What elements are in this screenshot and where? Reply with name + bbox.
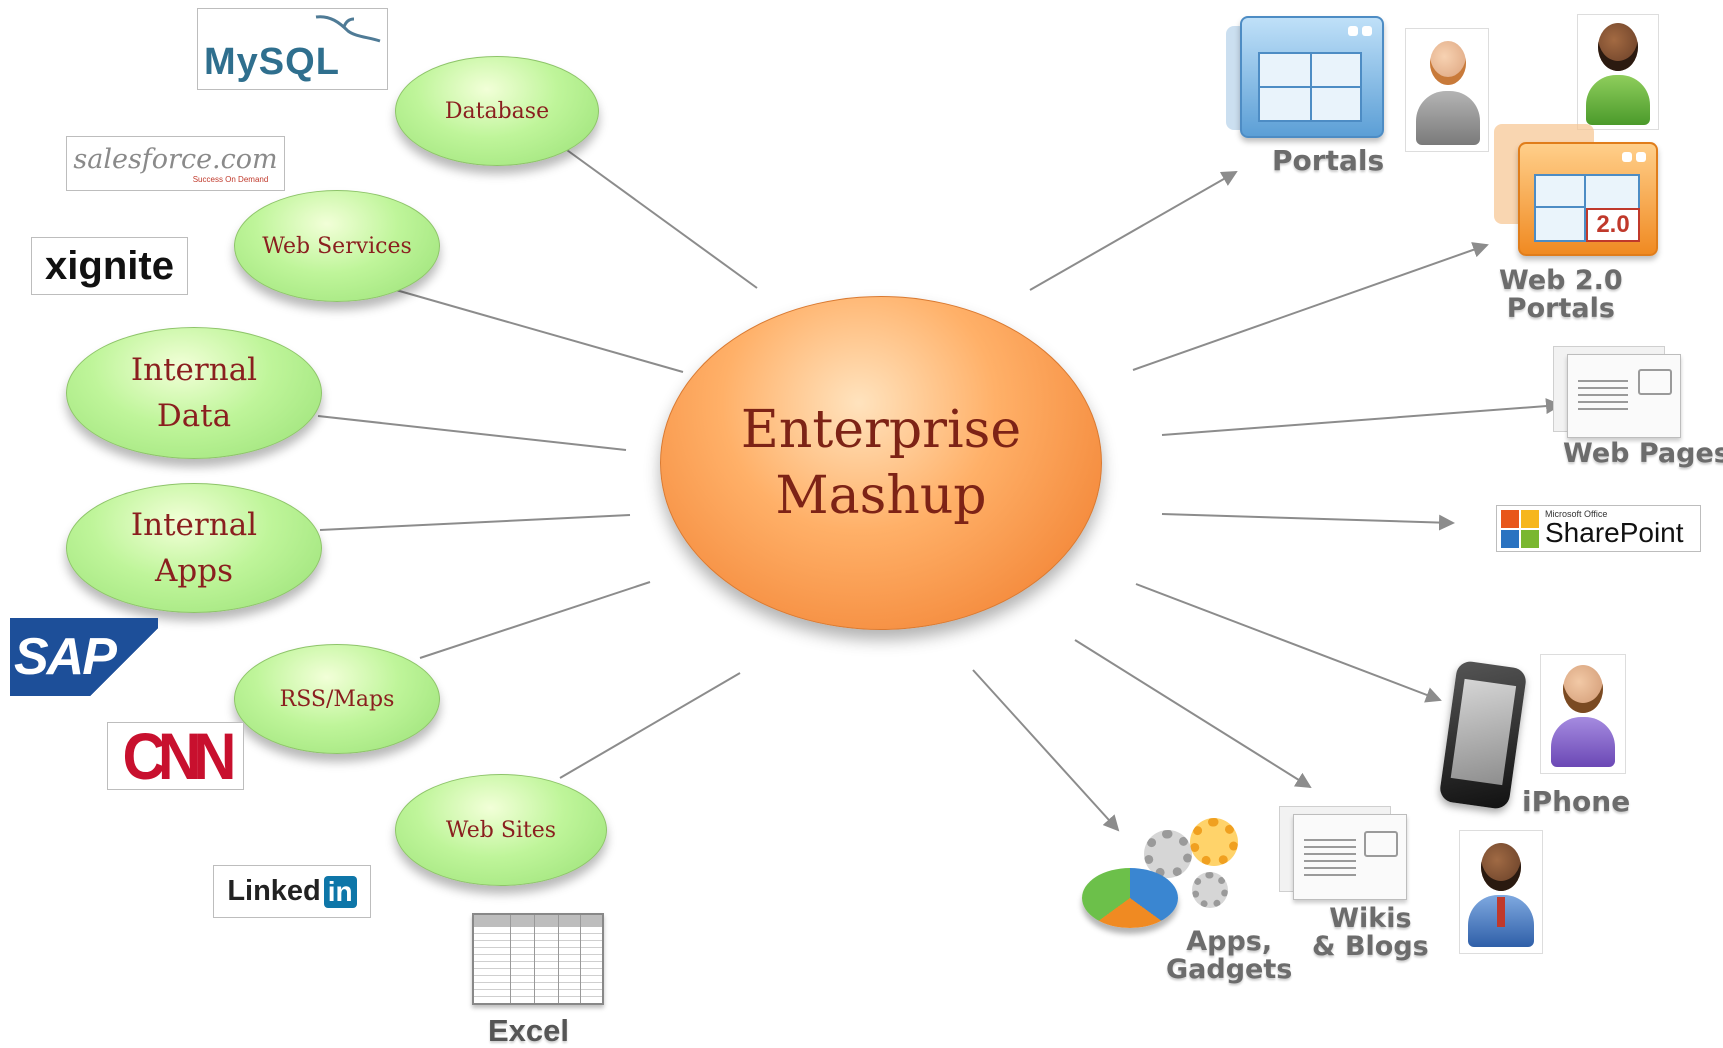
source-web-sites-label: Web Sites bbox=[445, 817, 557, 843]
wikis-blogs-line1: Wikis bbox=[1329, 903, 1412, 934]
wikis-blogs-label: Wikis & Blogs bbox=[1312, 903, 1429, 963]
connector-web-sites bbox=[559, 672, 741, 779]
cnn-logo: CNN bbox=[107, 722, 244, 790]
arrow-web20-portals bbox=[1132, 242, 1489, 371]
connector-web-services bbox=[395, 289, 684, 373]
user-avatar-icon bbox=[1405, 28, 1489, 152]
apps-gadgets-line2: Gadgets bbox=[1166, 954, 1293, 986]
excel-spreadsheet-icon bbox=[472, 913, 604, 1005]
wikis-blogs-line2: & Blogs bbox=[1312, 931, 1429, 963]
xignite-logo: xignite bbox=[31, 237, 188, 295]
sharepoint-small-text: Microsoft Office bbox=[1545, 509, 1608, 519]
linkedin-logo: Linked in bbox=[213, 865, 371, 918]
source-web-services-label: Web Services bbox=[262, 233, 412, 259]
dolphin-icon bbox=[315, 15, 381, 43]
user-avatar-purple-icon bbox=[1540, 654, 1626, 774]
iphone-label: iPhone bbox=[1522, 785, 1631, 818]
salesforce-logo-text: salesforce.com bbox=[73, 143, 278, 175]
source-internal-data-line1: Internal bbox=[130, 352, 258, 388]
arrow-sharepoint bbox=[1161, 513, 1455, 531]
connector-rss-maps bbox=[419, 581, 651, 659]
source-rss-maps: RSS/Maps bbox=[234, 644, 440, 754]
iphone-icon bbox=[1438, 658, 1530, 814]
source-internal-apps-line2: Apps bbox=[155, 553, 233, 589]
arrow-iphone bbox=[1135, 583, 1442, 703]
portal-window-icon bbox=[1226, 16, 1384, 138]
pie-chart-icon bbox=[1082, 868, 1178, 928]
portals-label: Portals bbox=[1272, 144, 1385, 177]
sap-logo-text: SAP bbox=[14, 628, 117, 686]
linkedin-logo-text: Linked bbox=[227, 875, 321, 907]
source-database-label: Database bbox=[444, 98, 550, 124]
source-database: Database bbox=[395, 56, 599, 166]
source-web-sites: Web Sites bbox=[395, 774, 607, 886]
cnn-logo-text: CNN bbox=[122, 722, 237, 790]
arrow-wikis-blogs bbox=[1074, 639, 1312, 789]
source-internal-data-line2: Data bbox=[156, 398, 232, 434]
mysql-logo-text: MySQL bbox=[204, 40, 340, 83]
linkedin-in-badge: in bbox=[323, 875, 357, 908]
gear-orange-icon bbox=[1190, 818, 1238, 866]
gadgets-icon bbox=[1082, 816, 1252, 940]
connector-database bbox=[559, 144, 758, 289]
apps-gadgets-line1: Apps, bbox=[1186, 926, 1273, 957]
hub-title-line2: Mashup bbox=[775, 466, 987, 526]
web-page-icon bbox=[1553, 346, 1693, 442]
user-avatar-blue-icon bbox=[1459, 830, 1543, 954]
mysql-logo: MySQL bbox=[197, 8, 388, 90]
salesforce-tagline: Success On Demand bbox=[192, 174, 269, 184]
source-internal-apps-line1: Internal bbox=[130, 507, 258, 543]
excel-label: Excel bbox=[488, 1013, 570, 1048]
sap-logo: SAP bbox=[10, 618, 158, 696]
gear-icon bbox=[1144, 830, 1192, 878]
source-rss-maps-label: RSS/Maps bbox=[279, 686, 395, 712]
xignite-logo-text: xignite bbox=[45, 243, 174, 288]
arrow-apps-gadgets bbox=[972, 669, 1120, 832]
web20-portals-label: Web 2.0 Portals bbox=[1499, 265, 1623, 325]
user-avatar-green-icon bbox=[1577, 14, 1659, 130]
arrow-portals bbox=[1029, 171, 1238, 291]
wiki-page-icon bbox=[1279, 806, 1419, 902]
web20-badge: 2.0 bbox=[1586, 208, 1640, 242]
salesforce-logo: salesforce.com Success On Demand bbox=[66, 136, 285, 191]
apps-gadgets-label: Apps, Gadgets bbox=[1166, 926, 1293, 986]
arrow-web-pages bbox=[1161, 398, 1562, 436]
web20-portals-line1: Web 2.0 bbox=[1499, 265, 1623, 296]
source-web-services: Web Services bbox=[234, 190, 440, 302]
gear-small-icon bbox=[1192, 872, 1228, 908]
sharepoint-text: SharePoint bbox=[1545, 517, 1684, 548]
hub-title-line1: Enterprise bbox=[740, 400, 1022, 460]
sharepoint-logo: Microsoft Office SharePoint bbox=[1496, 505, 1701, 552]
connector-internal-data bbox=[317, 415, 627, 451]
web-pages-label: Web Pages bbox=[1563, 438, 1723, 469]
web20-portal-icon: 2.0 bbox=[1494, 124, 1658, 256]
web20-portals-line2: Portals bbox=[1506, 293, 1615, 325]
connector-internal-apps bbox=[319, 514, 631, 531]
sharepoint-icon bbox=[1501, 509, 1541, 548]
